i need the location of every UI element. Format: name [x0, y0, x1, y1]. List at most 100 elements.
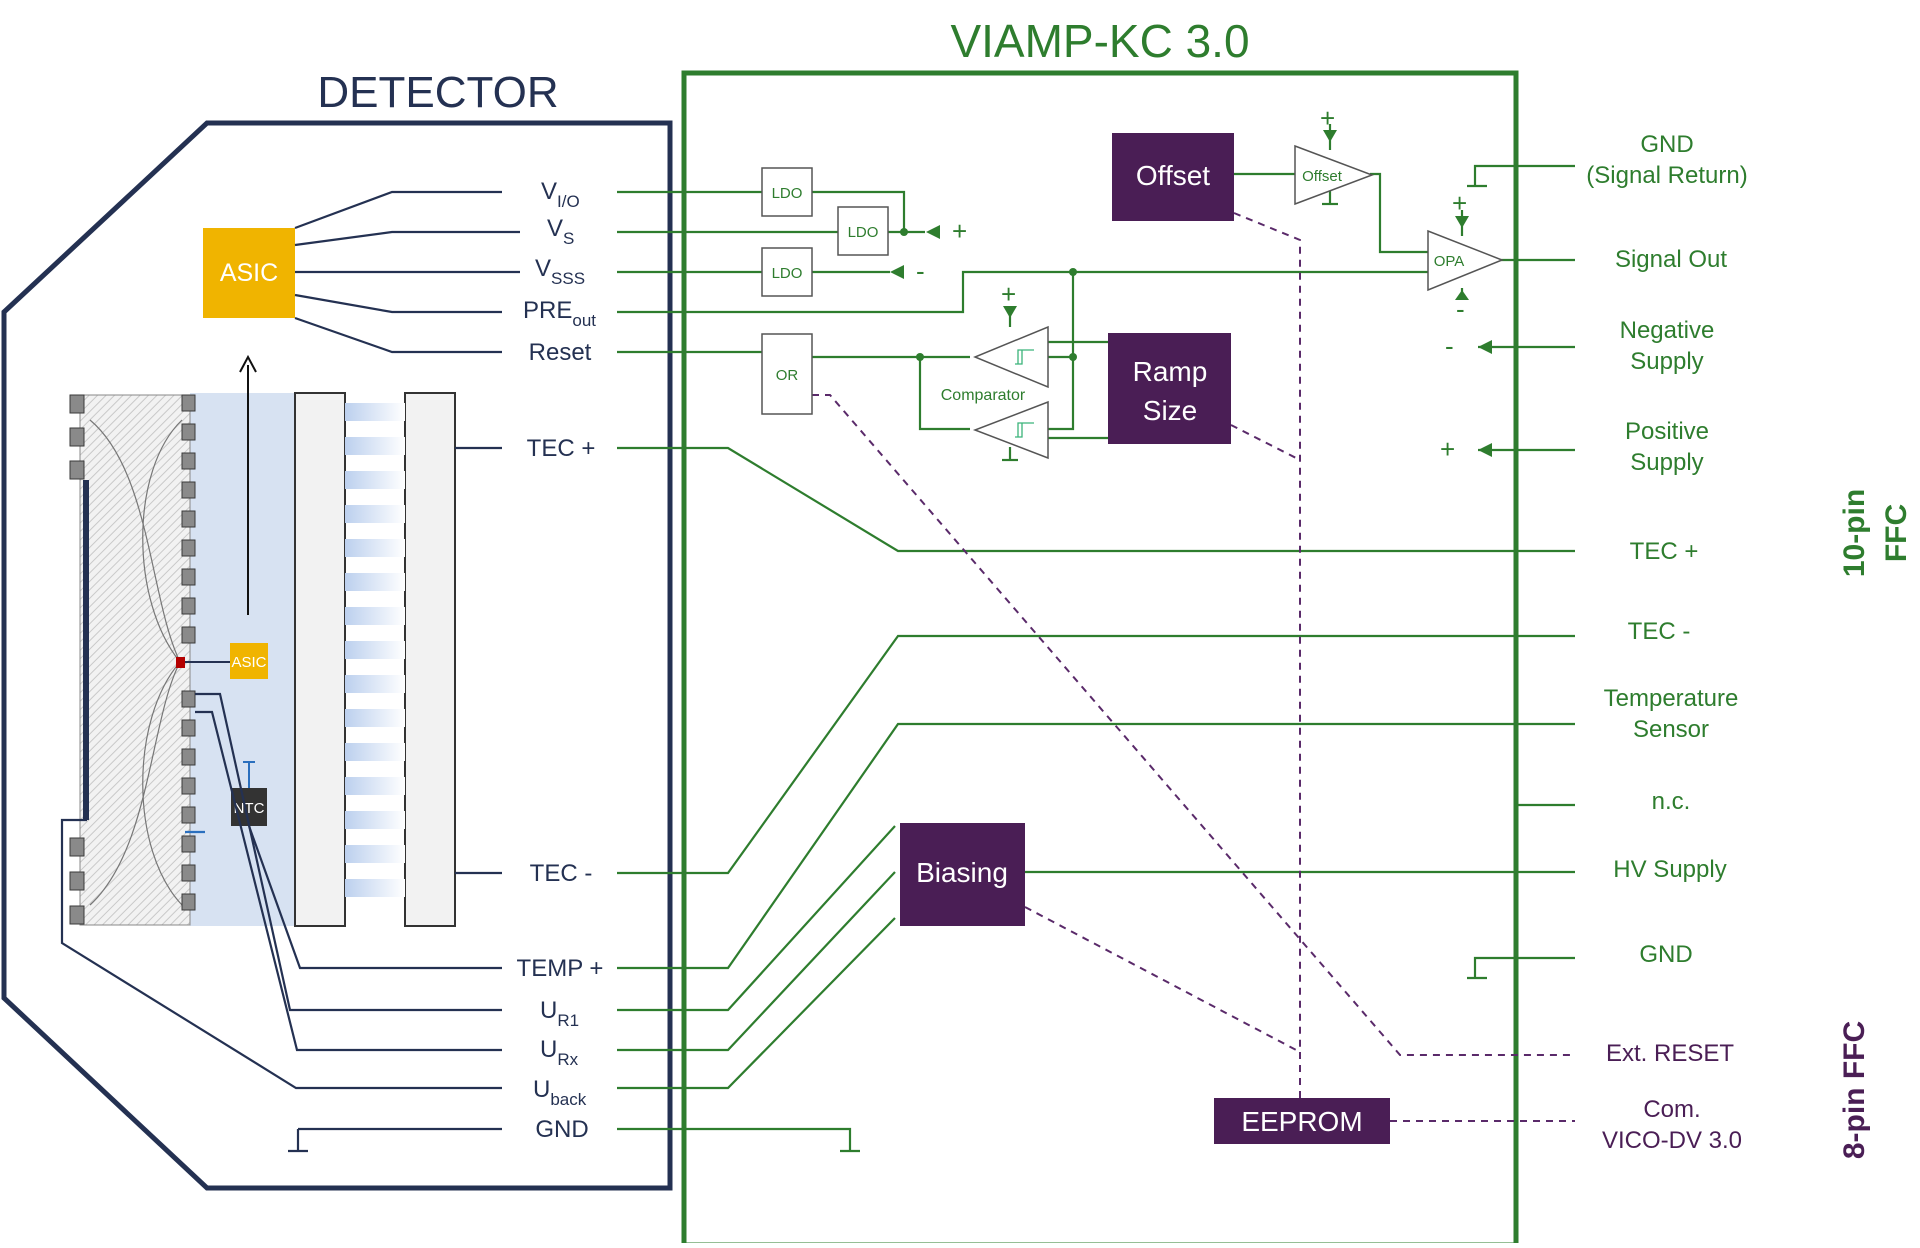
wire-uback [60, 818, 502, 1090]
pin-ur1: UR1 [540, 997, 579, 1030]
net-preout [617, 270, 1428, 314]
wire-urx [195, 710, 502, 1052]
polarity-signs: + - + + + - - + [916, 103, 1467, 464]
ramp-block-label-1: Ramp [1133, 356, 1208, 387]
wire-preout [294, 293, 502, 314]
opa [1427, 229, 1505, 292]
sign-offset-plus: + [1320, 103, 1335, 133]
offset-amp [1294, 144, 1375, 206]
pin-gnd: GND [535, 1116, 588, 1143]
dash-offset [1233, 212, 1301, 1050]
ldo-2-label: LDO [848, 224, 879, 241]
control-lines [812, 212, 1575, 1122]
comparators: Comparator [941, 325, 1049, 460]
ldo-1 [761, 167, 813, 217]
asic-big-box [203, 228, 295, 318]
comp2-out [1040, 357, 1075, 431]
asic-small-label: ASIC [231, 654, 266, 671]
tec-plate-right [404, 392, 456, 927]
arrow-offset-supply [1323, 130, 1337, 142]
pin-urx: URx [540, 1036, 579, 1069]
ntc-label: NTC [234, 800, 265, 817]
ldo1-out [812, 190, 906, 232]
sensor-contact-red [176, 657, 185, 668]
ldo-2 [837, 206, 889, 256]
temp-route [617, 722, 1575, 970]
gnd-amp [617, 1127, 852, 1151]
biasing-block-label: Biasing [916, 857, 1008, 888]
wire-reset [294, 316, 502, 354]
ldo-1-label: LDO [772, 185, 803, 202]
tec-minus-route [617, 634, 1575, 875]
dash-ramp [1230, 424, 1301, 461]
pin-vio: VI/O [541, 178, 580, 211]
wire-temp [247, 825, 502, 970]
out-nc: n.c. [1652, 788, 1691, 815]
offset-block-label: Offset [1136, 160, 1210, 191]
detector-wiring [60, 190, 520, 1153]
pin-vsss: VSSS [535, 255, 585, 288]
asic-small-box [230, 643, 268, 679]
out-gnd: GND [1639, 941, 1692, 968]
connector-10pin-2: FFC [1880, 504, 1913, 562]
or-gate [761, 333, 813, 415]
asic-big-label: ASIC [220, 259, 278, 287]
uback-to-bias [617, 917, 896, 1090]
readout-arrow-head [239, 354, 257, 373]
sensor-pads-left [69, 394, 85, 925]
arrow-opa-neg [1455, 290, 1469, 300]
wire-ur1 [195, 692, 502, 1012]
arrows [890, 130, 1492, 457]
out-tec-plus: TEC + [1630, 538, 1699, 565]
comp-in-loop [918, 357, 970, 431]
pin-temp-plus: TEMP + [517, 955, 604, 982]
offset-amp-out [1370, 172, 1428, 254]
amp-title: VIAMP-KC 3.0 [950, 15, 1249, 67]
arrow-opa-supply [1455, 216, 1469, 228]
sign-vsss-minus: - [916, 256, 925, 286]
arrow-neg-supply [1478, 340, 1492, 354]
ldo-3-label: LDO [772, 265, 803, 282]
wire-vio [294, 190, 502, 230]
op-amps: Offset OPA [1294, 144, 1505, 292]
arrow-vs-rail [926, 225, 940, 239]
node-or [916, 353, 924, 361]
detector-title: DETECTOR [317, 68, 558, 117]
pin-preout: PREout [523, 297, 596, 330]
out-gnd-signal-2: (Signal Return) [1586, 162, 1747, 189]
node-ldo [900, 228, 908, 236]
ramp-block [1108, 333, 1231, 444]
comparator-2 [972, 400, 1049, 460]
sign-opa-plus: + [1452, 188, 1467, 218]
out-signal: Signal Out [1615, 246, 1727, 273]
out-temp-2: Sensor [1633, 716, 1709, 743]
out-gnd-signal-1: GND [1640, 131, 1693, 158]
detector-pin-labels: VI/O VS VSSS PREout Reset TEC + TEC - TE… [517, 178, 604, 1143]
detector-housing [1, 120, 673, 1191]
offset-block [1112, 133, 1234, 221]
sensor-hatched-body [79, 394, 191, 926]
out-temp-1: Temperature [1604, 685, 1739, 712]
arrow-pos-supply [1478, 443, 1492, 457]
eeprom-block-label: EEPROM [1241, 1106, 1362, 1137]
arrow-vsss-rail [890, 265, 904, 279]
pin-tec-minus: TEC - [530, 860, 593, 887]
sign-vs-plus: + [952, 216, 967, 246]
regulators: LDO LDO LDO OR [761, 167, 889, 415]
gnd-signal-return [1473, 164, 1575, 186]
pin-tec-plus: TEC + [527, 435, 596, 462]
ramp-block-label-2: Size [1143, 395, 1197, 426]
tec-plate-left [294, 392, 346, 927]
pin-vs: VS [547, 215, 574, 248]
comparator-1 [973, 325, 1049, 389]
eeprom-block [1214, 1098, 1390, 1144]
urx-to-bias [617, 871, 896, 1052]
out-pos-supply-2: Supply [1630, 449, 1703, 476]
sign-opa-minus: - [1456, 294, 1465, 324]
out-neg-supply-1: Negative [1620, 317, 1715, 344]
comparator-2-hyst [1015, 422, 1034, 438]
opa-label: OPA [1434, 253, 1465, 270]
ldo-3 [761, 247, 813, 297]
